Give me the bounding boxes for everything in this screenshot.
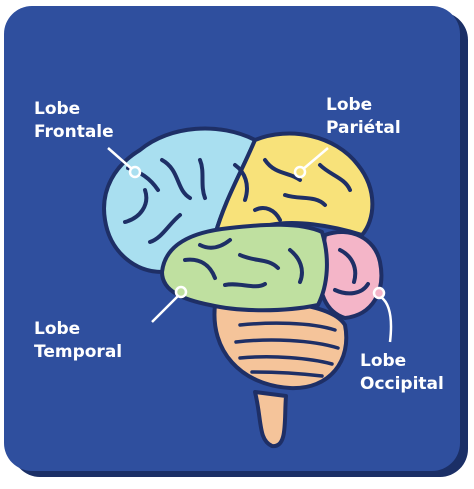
label-parietal-line2: Pariétal bbox=[326, 117, 401, 140]
label-temporal-lobe: Lobe Temporal bbox=[34, 318, 122, 364]
label-occipital-line1: Lobe bbox=[360, 350, 444, 373]
label-frontal-line2: Frontale bbox=[34, 121, 114, 144]
label-parietal-lobe: Lobe Pariétal bbox=[326, 94, 401, 140]
label-frontal-lobe: Lobe Frontale bbox=[34, 98, 114, 144]
pointer-temporal bbox=[152, 287, 186, 322]
cerebellum-brainstem bbox=[214, 302, 346, 447]
label-occipital-lobe: Lobe Occipital bbox=[360, 350, 444, 396]
label-frontal-line1: Lobe bbox=[34, 98, 114, 121]
label-occipital-line2: Occipital bbox=[360, 373, 444, 396]
label-parietal-line1: Lobe bbox=[326, 94, 401, 117]
label-temporal-line2: Temporal bbox=[34, 341, 122, 364]
pointer-occipital bbox=[374, 288, 391, 342]
temporal-lobe bbox=[162, 225, 327, 311]
label-temporal-line1: Lobe bbox=[34, 318, 122, 341]
occipital-lobe bbox=[320, 232, 382, 318]
